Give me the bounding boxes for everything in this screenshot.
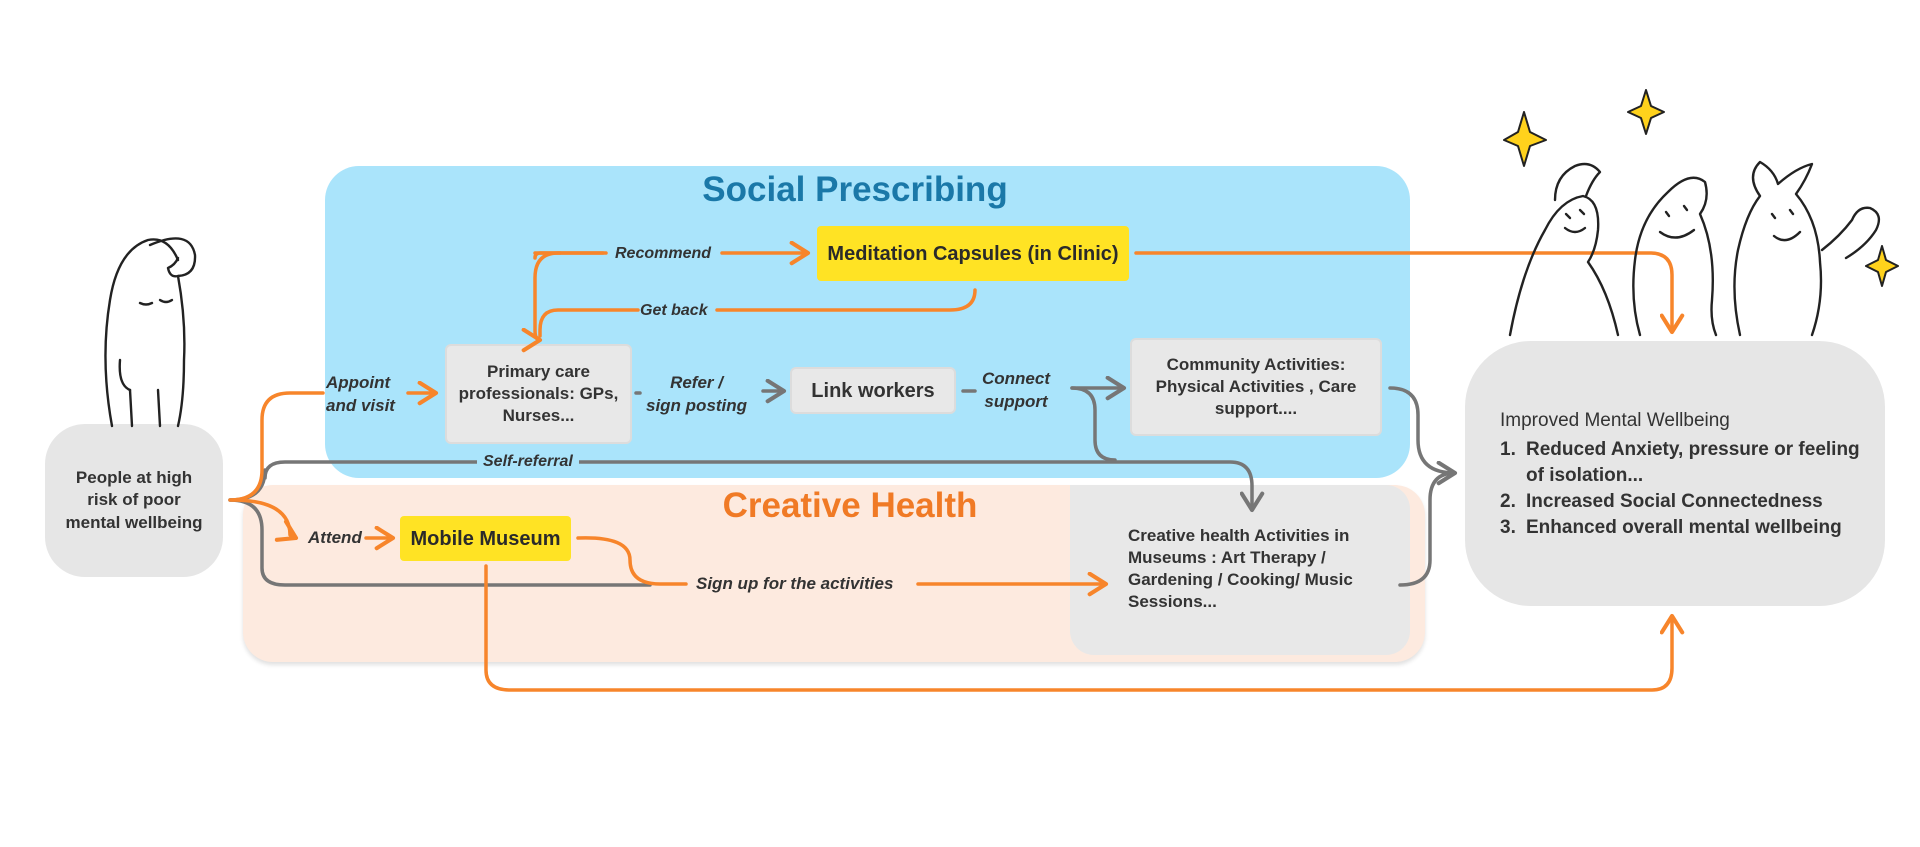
- creative-loop-connector: [228, 498, 652, 587]
- meditation-outcome-connector: [1134, 251, 1685, 335]
- edge-label-attend: Attend: [308, 528, 362, 547]
- edge-label-sign-up: Sign up for the activities: [696, 574, 894, 593]
- primary-care-node: Primary care professionals: GPs, Nurses.…: [445, 344, 632, 444]
- edge-label-refer: Refer /sign posting: [646, 373, 748, 415]
- edge-label-get-back: Get back: [640, 302, 708, 319]
- signup-connector: [576, 536, 688, 586]
- creative-health-title: Creative Health: [722, 486, 978, 525]
- attend-connector: [230, 498, 299, 542]
- people-at-risk-node: People at high risk of poor mental wellb…: [45, 424, 223, 577]
- outcome-title: Improved Mental Wellbeing: [1500, 410, 1730, 431]
- recommend-left-leg: [521, 251, 608, 353]
- appoint-connector: [228, 391, 325, 502]
- link-workers-node: Link workers: [790, 367, 956, 414]
- lonely-person-illustration: [104, 237, 197, 428]
- creative-outcome-connector: [1398, 471, 1457, 587]
- get-back-connector: [715, 288, 977, 312]
- mobile-museum-node: Mobile Museum: [400, 516, 571, 561]
- connect-to-creative-connector: [1070, 386, 1117, 462]
- social-prescribing-title: Social Prescribing: [702, 170, 1008, 209]
- outcome-list: 1.Reduced Anxiety, pressure or feeling o…: [1500, 437, 1880, 541]
- creative-activities-node: Creative health Activities in Museums : …: [1070, 485, 1410, 655]
- meditation-capsules-node: Meditation Capsules (in Clinic): [817, 226, 1129, 281]
- sparkle-icon: [1503, 89, 1899, 287]
- museum-outcome-connector: [484, 564, 1685, 692]
- edge-label-recommend: Recommend: [615, 245, 712, 262]
- community-activities-node: Community Activities: Physical Activitie…: [1130, 338, 1382, 436]
- self-referral-connector: [228, 460, 1265, 513]
- improved-wellbeing-node: [1465, 341, 1885, 606]
- edge-label-self-referral: Self-referral: [477, 451, 579, 473]
- community-outcome-connector: [1388, 386, 1458, 486]
- outcome-item: 3.Enhanced overall mental wellbeing: [1500, 517, 1842, 538]
- outcome-item: 1.Reduced Anxiety, pressure or feeling o…: [1500, 439, 1860, 486]
- get-back-connector-end: [538, 308, 640, 338]
- happy-group-illustration: [1508, 160, 1881, 337]
- outcome-item: 2.Increased Social Connectedness: [1500, 491, 1823, 512]
